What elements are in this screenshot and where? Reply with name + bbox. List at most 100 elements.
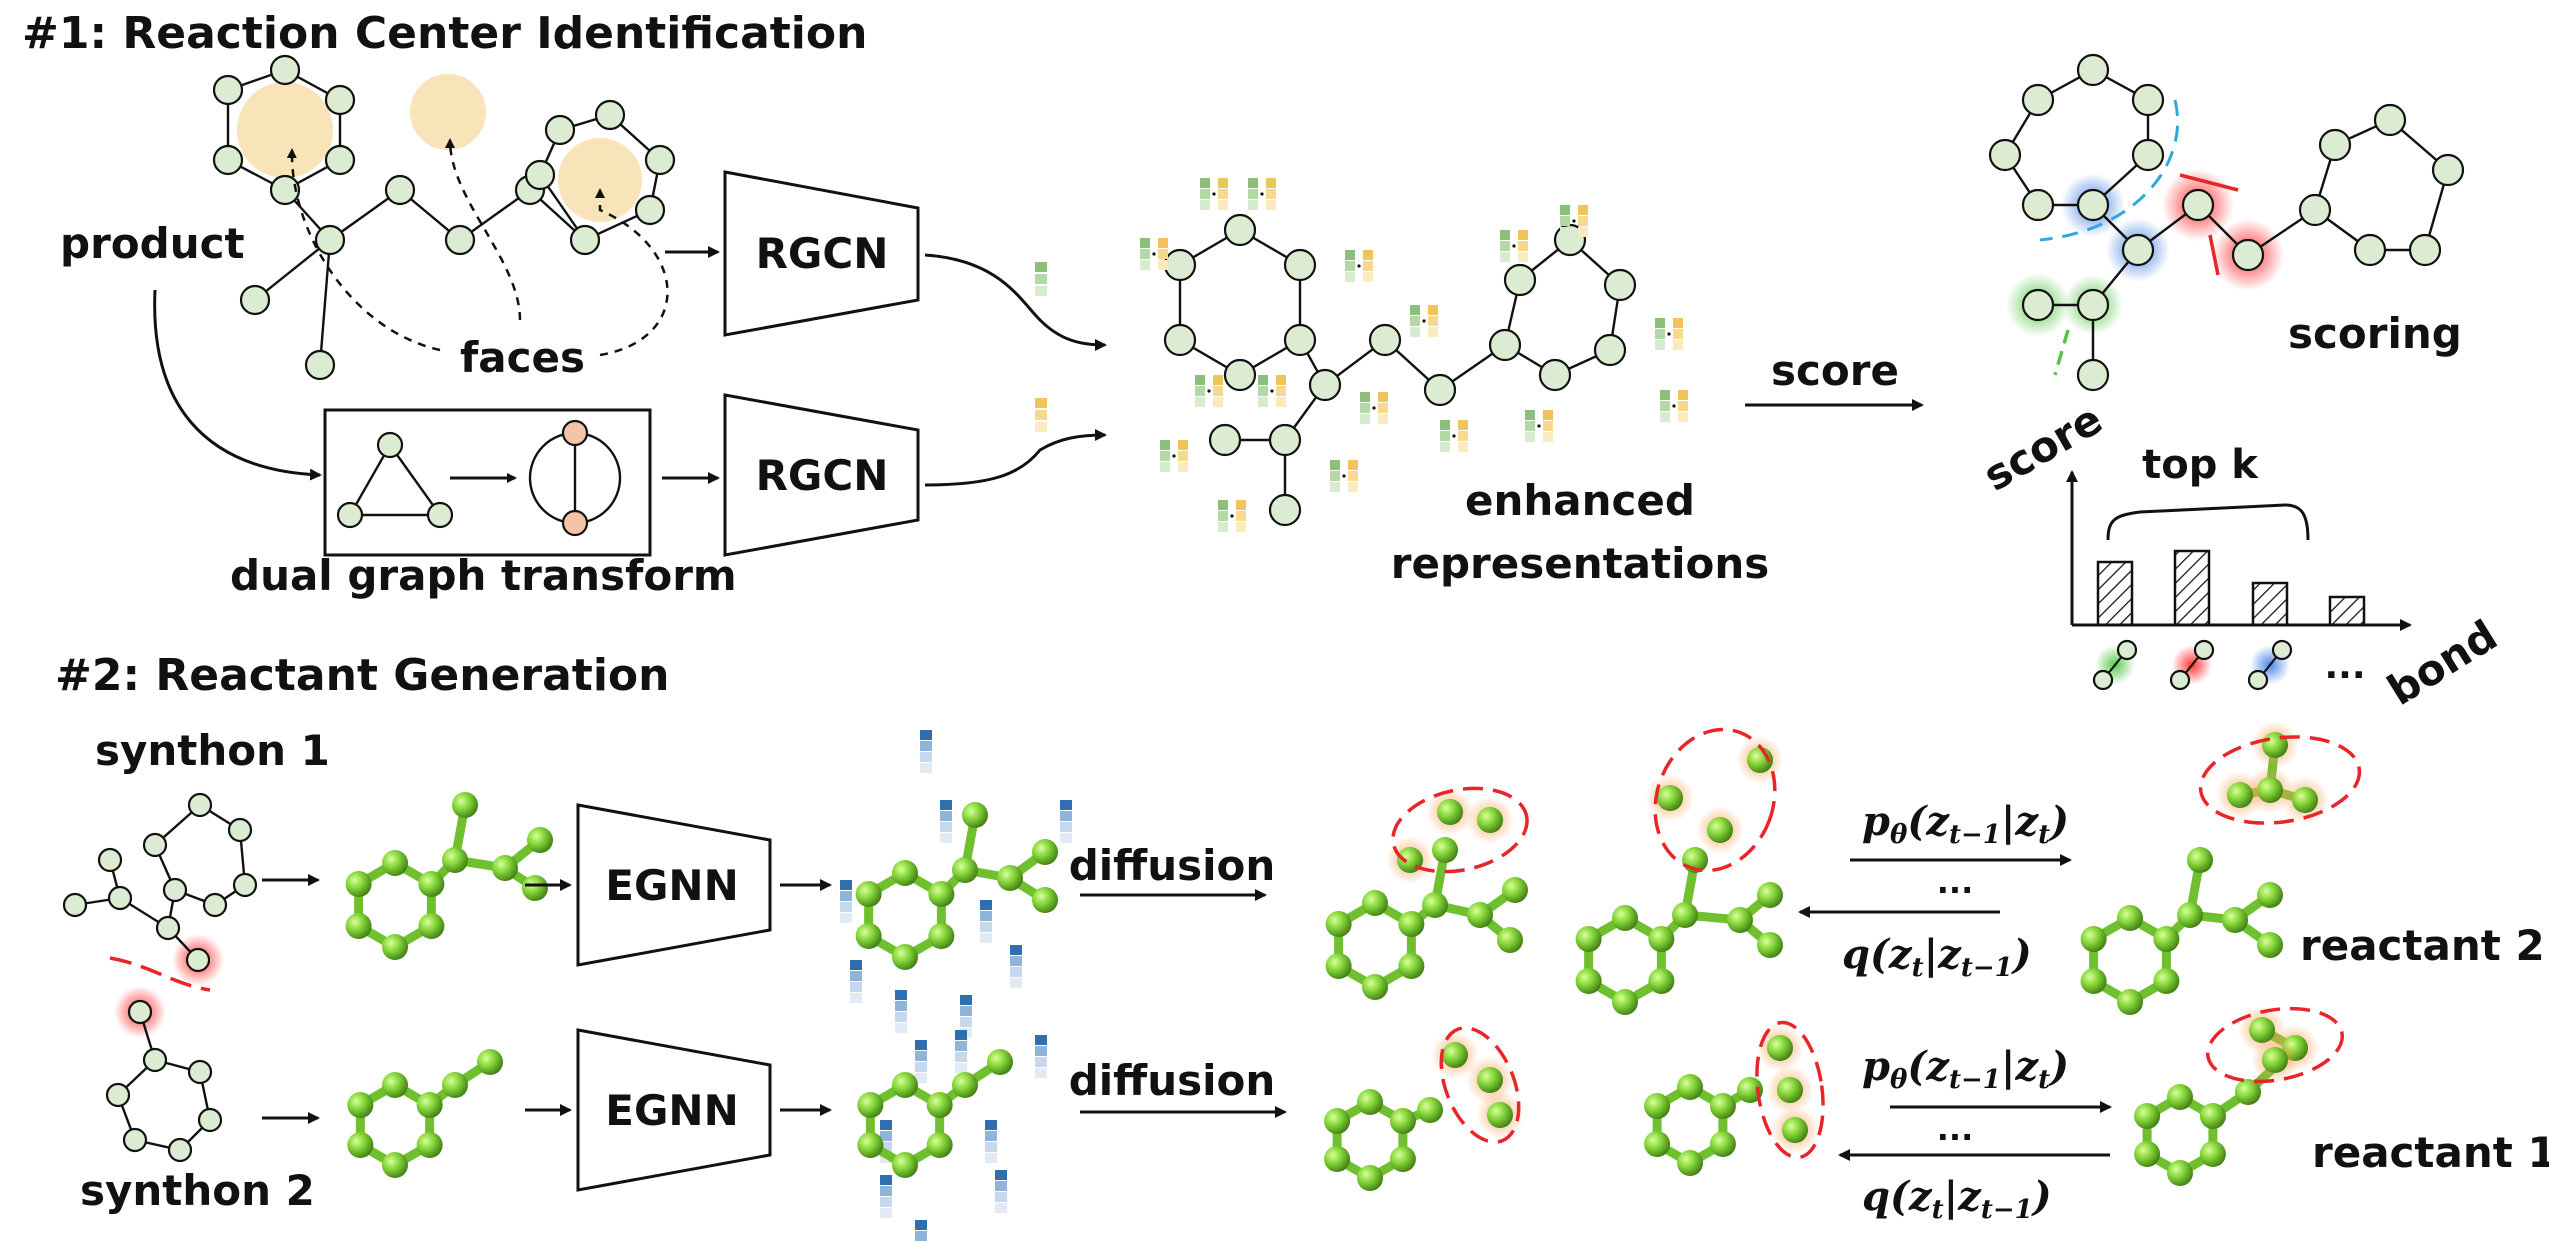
arrow-rgcn-top-out [924,253,1107,351]
latent-features [880,1030,1047,1241]
atom [634,194,666,226]
reactant2-3d [2080,721,2329,1015]
atom [304,349,336,381]
reactant1-label: reactant 1 [2312,1128,2549,1177]
atom [594,99,626,131]
scoring-label: scoring [2288,309,2462,358]
face-highlight [237,82,333,178]
section1-title: #1: Reaction Center Identification [22,8,867,59]
reactant1-3d [2134,1006,2319,1186]
egnn-bottom-label: EGNN [605,1086,738,1135]
faces-label: faces [460,333,585,382]
feature-bar-pair [1200,178,1228,210]
noisy-reactant-1-3d [1324,1031,1524,1191]
feature-bar-pair [1330,460,1358,492]
score-arrow-label: score [1771,346,1899,395]
atom [644,144,676,176]
synthon1-label: synthon 1 [95,726,330,775]
dual-graph-label: dual graph transform [230,551,737,600]
feature-bar-pair [1655,318,1683,350]
atom [524,159,556,191]
enhanced-label-2: representations [1391,539,1770,588]
molecule-renders [345,721,2362,1241]
feature-bar-pair [1160,440,1188,472]
face-highlight [410,74,486,150]
feature-bar-pair [1195,375,1223,407]
synthon1-graph [62,792,258,992]
topk-chart: score top k bond ... [1975,394,2506,715]
feature-bar-pair [1560,205,1588,237]
feature-bar-pair [1248,178,1276,210]
product-atoms [212,54,676,381]
feature-bar-pair [1500,230,1528,262]
atom [324,84,356,116]
bar [2251,581,2289,627]
latent-features [840,730,1072,1038]
rgcn-top-label: RGCN [756,229,889,278]
atom [269,54,301,86]
feature-bar-pair [1525,410,1553,442]
section2-title: #2: Reactant Generation [55,650,669,701]
feature-bar-pair [1258,375,1286,407]
feature-bars [1140,178,1688,532]
synthon2-graph [105,986,223,1163]
topk-label: top k [2142,442,2259,488]
scoring-molecule [1988,53,2465,392]
chart-ellipsis: ... [2324,646,2365,687]
atom [324,144,356,176]
egnn-top-label: EGNN [605,861,738,910]
atom [314,224,346,256]
svg-text:pθ(zt−1|zt): pθ(zt−1|zt) [1862,1043,2069,1095]
feature-bar-pair [1140,238,1168,270]
bar [2328,595,2366,627]
face-highlight [558,138,642,222]
rgcn-top-block: RGCN [723,170,920,337]
product-molecule [212,54,676,381]
reactant-3d [345,792,553,960]
ellipsis-top: ... [1937,863,1973,901]
atom [212,144,244,176]
atom [384,174,416,206]
reactant2-label: reactant 2 [2300,921,2545,970]
enhanced-molecule [1163,213,1637,527]
atom [444,224,476,256]
diffusion-bottom-label: diffusion [1069,1056,1276,1105]
atom [239,284,271,316]
synthon2-label: synthon 2 [80,1166,315,1215]
egnn-bottom-block: EGNN [576,1028,772,1192]
process-top: pθ(zt−1|zt) ... q(zt|zt−1) [1798,798,2072,983]
noisy-reactant-3d [1325,788,1528,1000]
dual-graph-box [323,408,652,557]
feature-bar-pair [1410,305,1438,337]
feature-bar-pair [1218,500,1246,532]
chart-y-label: score [1975,394,2110,500]
egnn-top-block: EGNN [576,803,772,967]
noisy-reactant-3d [1575,736,1784,1015]
process-bottom: pθ(zt−1|zt) ... q(zt|zt−1) [1838,1043,2112,1225]
reactant-3d [347,1049,503,1178]
rgcn-bottom-label: RGCN [756,451,889,500]
atom [269,174,301,206]
arrow-product-to-dual [153,289,322,481]
product-label: product [60,219,245,268]
feature-bar-pair [1345,250,1373,282]
svg-text:q(zt|zt−1): q(zt|zt−1) [1842,931,2032,983]
atom [544,114,576,146]
noisy-reactant-1-3d [1644,1024,1819,1176]
reactant-3d [857,1049,1013,1178]
arrow-rgcn-bottom-out [924,429,1107,487]
svg-text:pθ(zt−1|zt): pθ(zt−1|zt) [1862,798,2069,850]
bar [2096,560,2134,627]
svg-text:q(zt|zt−1): q(zt|zt−1) [1862,1173,2052,1225]
atom [212,74,244,106]
enhanced-label-1: enhanced [1465,476,1695,525]
rgcn-bottom-block: RGCN [723,393,920,557]
bar [2173,549,2211,627]
reactant-3d [855,802,1058,970]
diffusion-top-label: diffusion [1069,841,1276,890]
feature-bar-pair [1660,390,1688,422]
ellipsis-bottom: ... [1937,1110,1973,1148]
atom [569,224,601,256]
feature-bar-pair [1440,420,1468,452]
